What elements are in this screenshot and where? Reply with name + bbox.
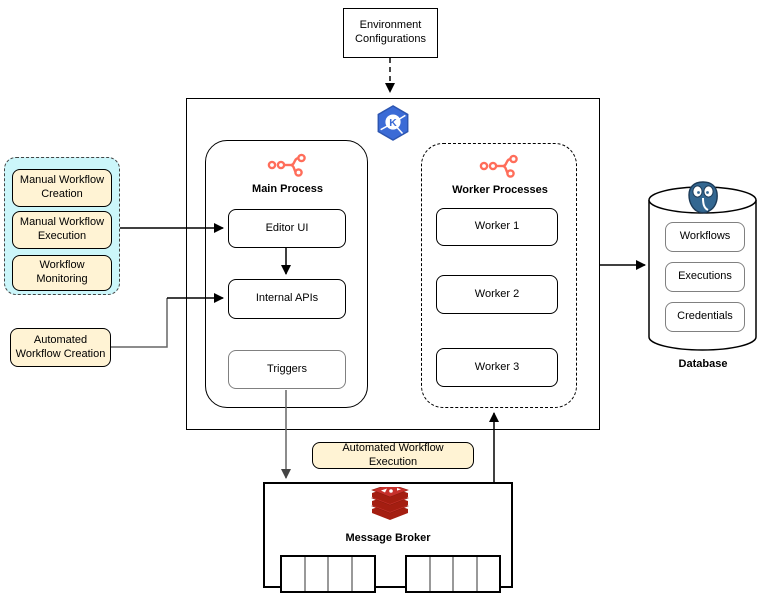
queue [405,555,501,593]
workflows-table-node: Workflows [665,222,745,252]
queue-cell [475,557,500,591]
keda-kubernetes-hexagon-icon: K [374,104,412,142]
worker-3-node: Worker 3 [436,348,558,387]
queue-cell [282,557,304,591]
queue-cell [303,557,328,591]
message-broker-box: Message Broker [263,482,513,593]
postgresql-icon [684,181,722,215]
n8n-nodes-icon [478,150,522,178]
message-broker-title: Message Broker [345,532,431,544]
worker-2-node: Worker 2 [436,275,558,314]
main-process-container: Main Process Editor UI Internal APIs Tri… [205,140,368,408]
credentials-table-node: Credentials [665,302,745,332]
editor-ui-node: Editor UI [228,209,346,248]
queue-cell [452,557,476,591]
queue-cell [428,557,453,591]
main-process-title: Main Process [252,183,323,195]
triggers-node: Triggers [228,350,346,389]
queue-cell [407,557,429,591]
redis-icon [368,487,412,525]
svg-text:K: K [389,118,397,129]
manual-workflow-execution-node: Manual Workflow Execution [12,211,112,249]
environment-configurations-node: Environment Configurations [343,8,438,58]
worker-processes-title: Worker Processes [452,184,548,196]
internal-apis-node: Internal APIs [228,279,346,319]
queue-cell [350,557,375,591]
queue-cell [327,557,351,591]
worker-processes-container: Worker Processes Worker 1 Worker 2 Worke… [421,143,577,408]
worker-1-node: Worker 1 [436,208,558,246]
n8n-nodes-icon [266,149,310,177]
workflow-monitoring-node: Workflow Monitoring [12,255,112,291]
database-label: Database [678,358,728,370]
manual-workflow-creation-node: Manual Workflow Creation [12,169,112,207]
automated-workflow-creation-node: Automated Workflow Creation [10,328,111,367]
queue [280,555,376,593]
manual-workflows-group: Manual Workflow Creation Manual Workflow… [4,157,120,295]
automated-workflow-execution-label: Automated Workflow Execution [312,442,474,469]
executions-table-node: Executions [665,262,745,292]
